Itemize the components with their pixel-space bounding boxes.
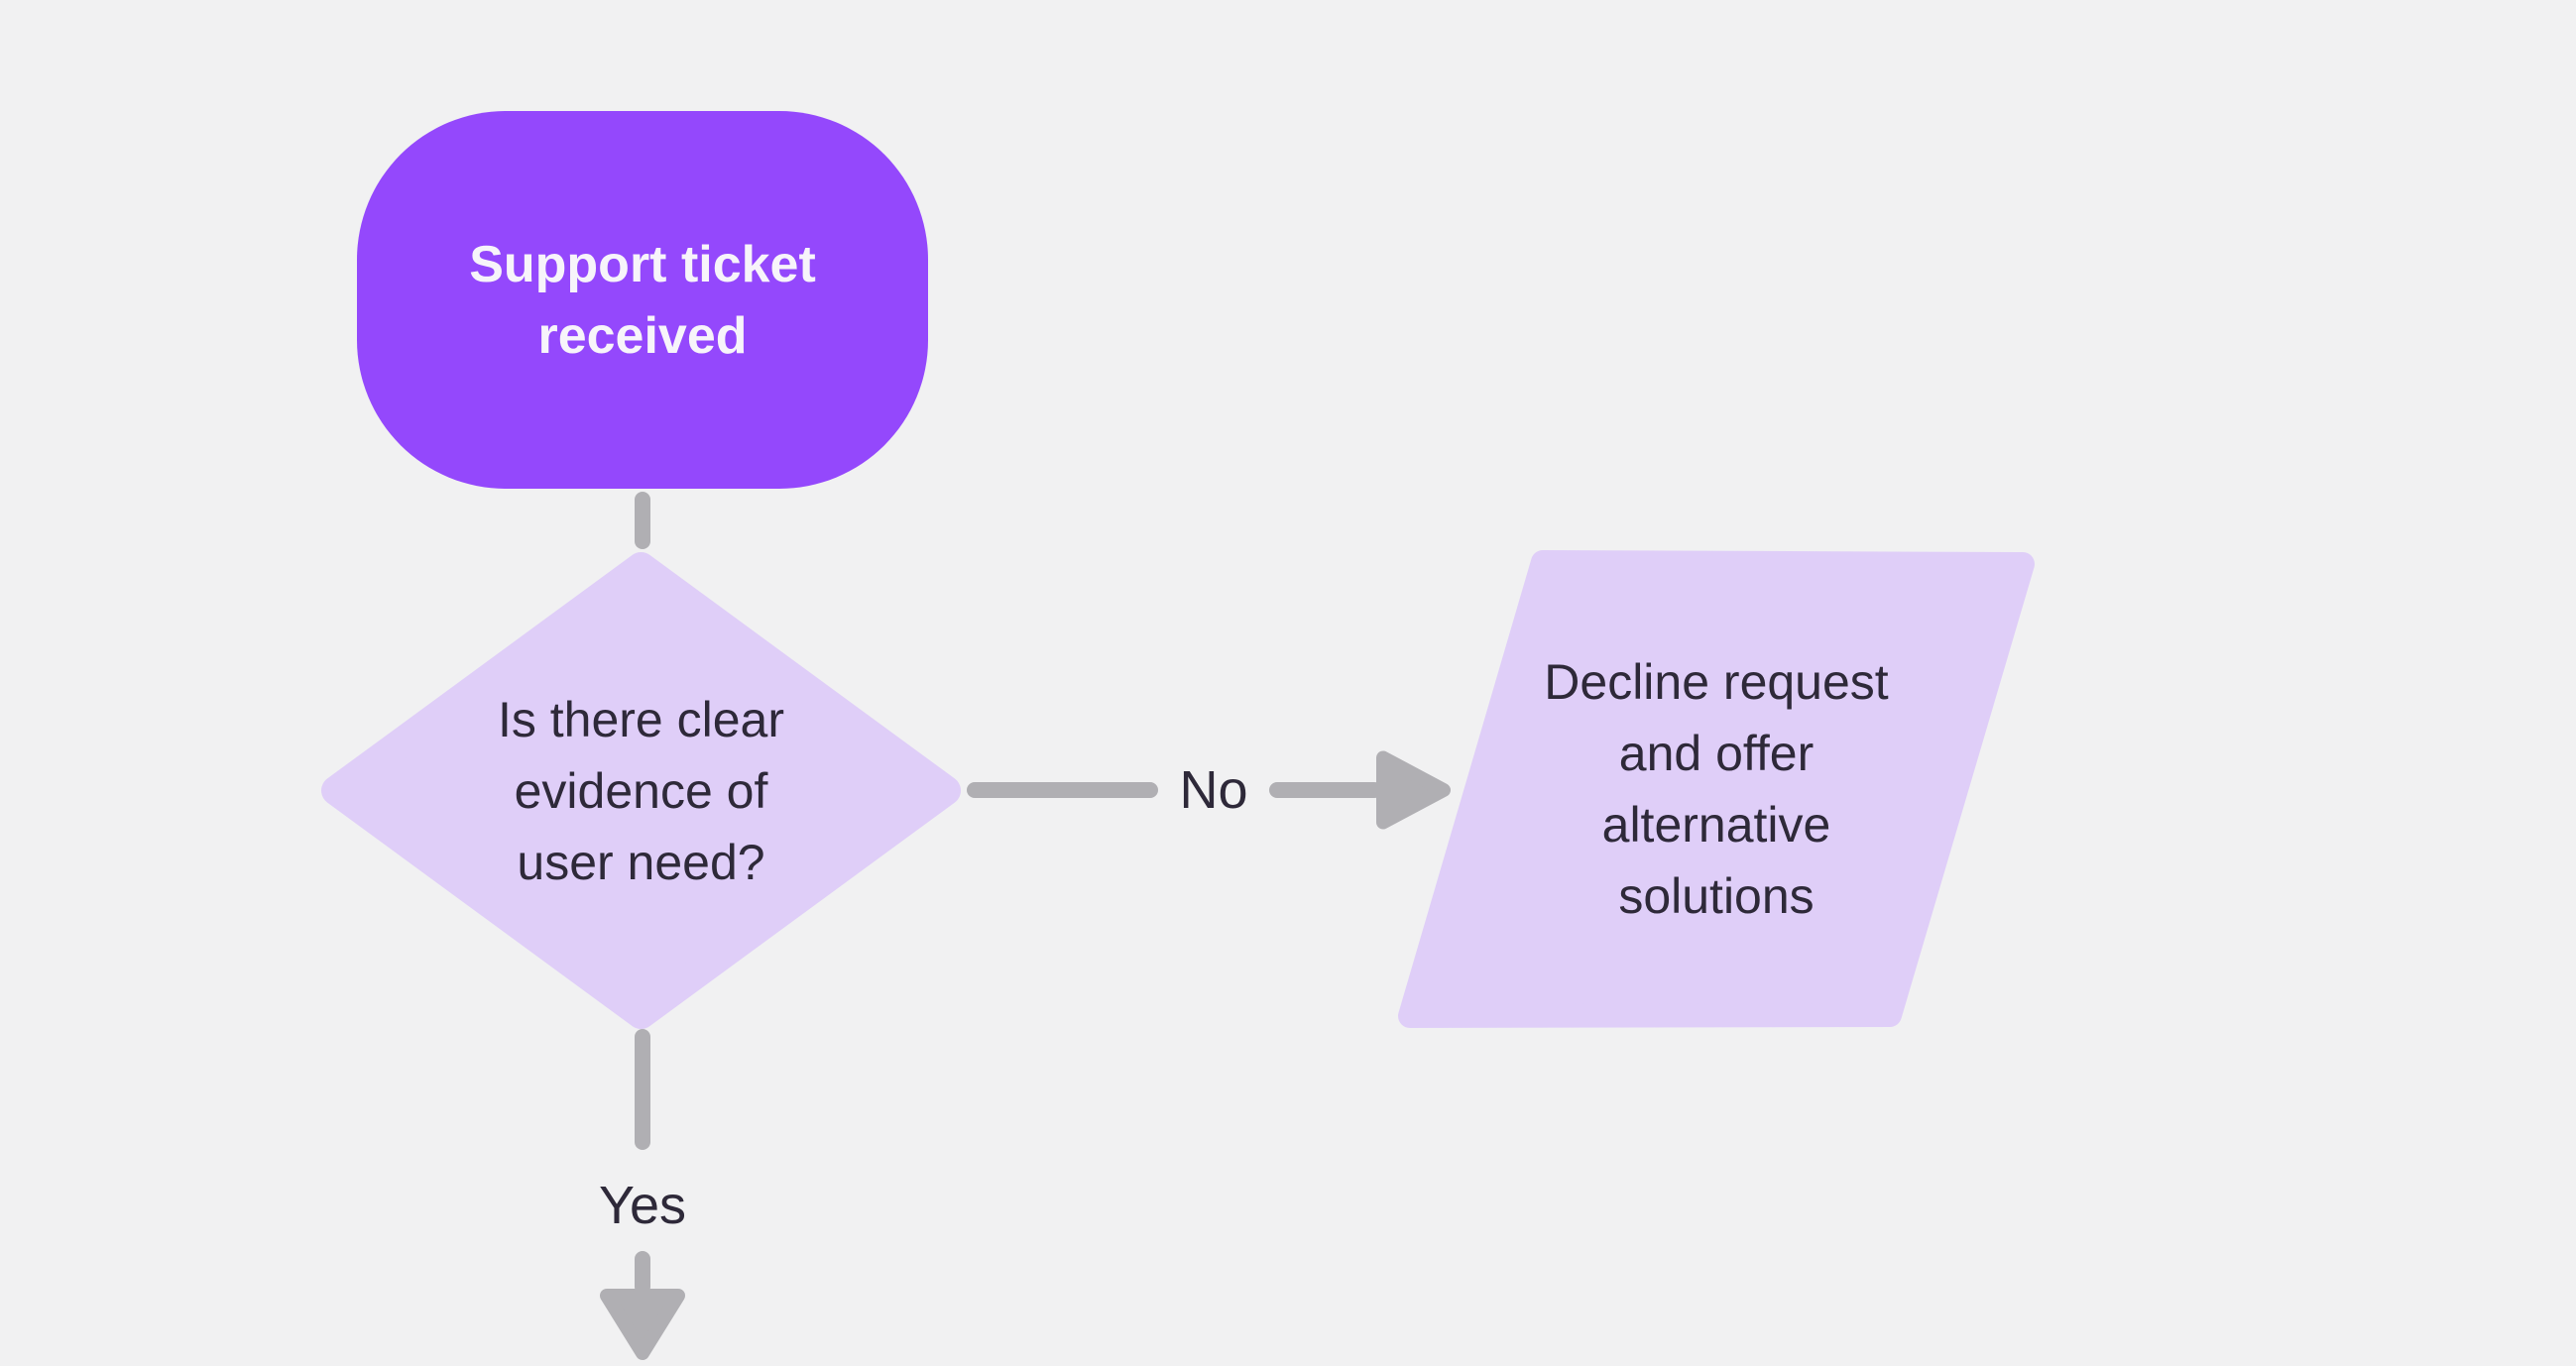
node-start-label-line2: received xyxy=(537,306,748,365)
arrowhead-yes-down-icon xyxy=(600,1289,685,1360)
edge-label-no[interactable]: No xyxy=(1179,760,1248,820)
connector-start-to-decision[interactable] xyxy=(635,492,650,549)
decline-parallelogram-shape[interactable] xyxy=(1398,550,2035,1028)
node-start-label: Support ticket received xyxy=(469,229,816,372)
arrowhead-no-right-icon xyxy=(1376,750,1451,830)
connector-yes-segment-1[interactable] xyxy=(635,1029,650,1150)
node-start-label-line1: Support ticket xyxy=(469,235,816,293)
decision-diamond-shape[interactable] xyxy=(321,552,961,1029)
edge-label-yes[interactable]: Yes xyxy=(598,1176,687,1235)
connector-yes-segment-2[interactable] xyxy=(635,1251,650,1295)
connector-no-segment-1[interactable] xyxy=(967,782,1158,798)
connector-no-segment-2[interactable] xyxy=(1269,782,1382,798)
node-decline-parallelogram[interactable] xyxy=(1398,550,2035,1028)
node-start-terminator[interactable]: Support ticket received xyxy=(357,111,928,489)
node-decision-diamond[interactable] xyxy=(320,552,962,1029)
